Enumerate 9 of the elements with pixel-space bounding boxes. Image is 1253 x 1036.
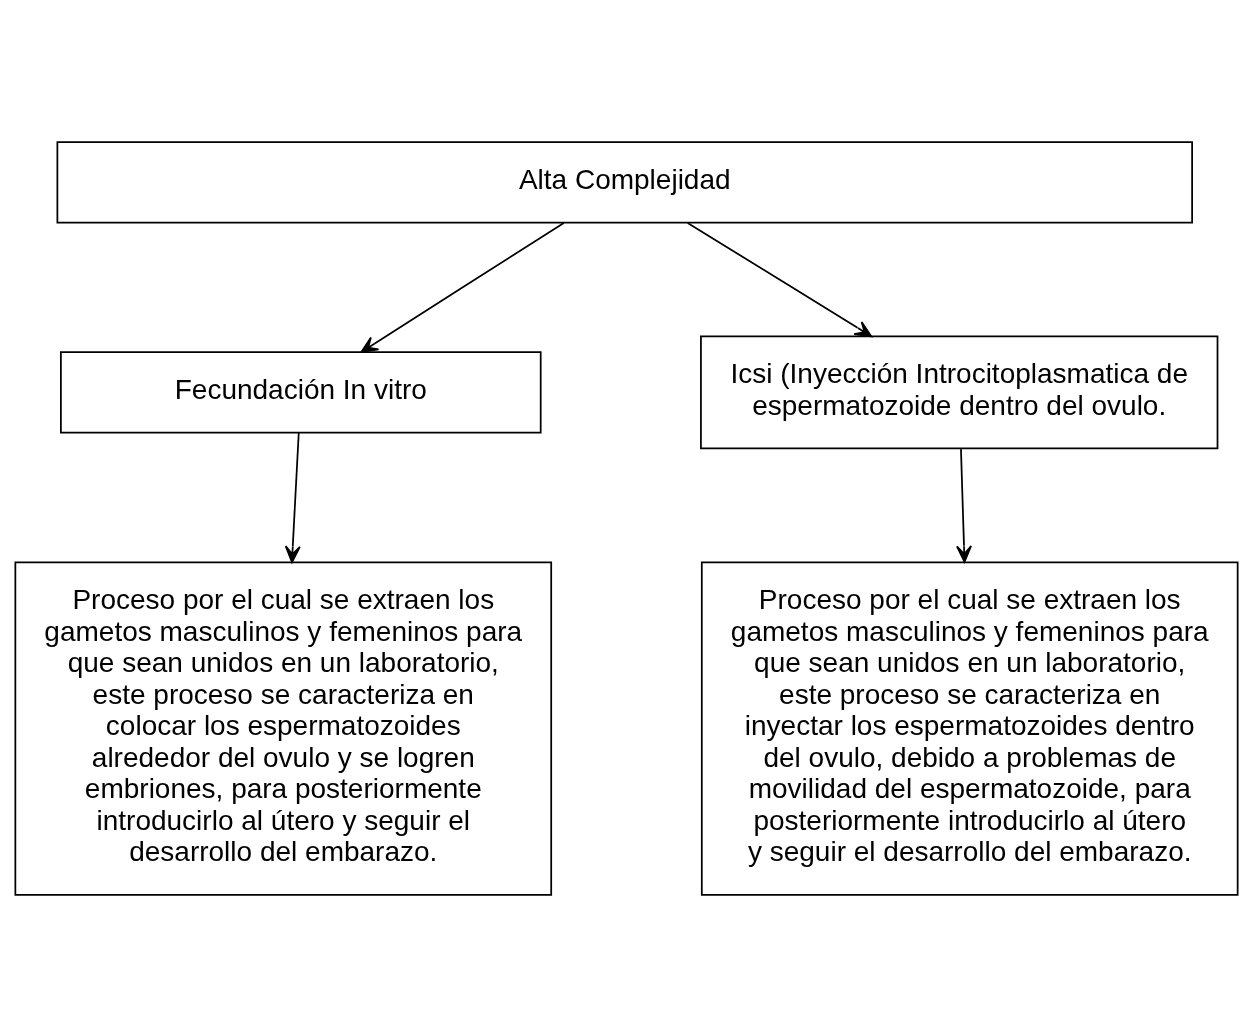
node-box: Fecundación In vitro xyxy=(60,350,542,434)
node-box: Alta Complejidad xyxy=(56,140,1193,223)
node-box: Proceso por el cual se extraen los gametos masculinos y femeninos para que sean unidos en un laboratorio, este proceso se caracteriza en colocar los espermatozoides alrededor del ovulo y se logren embriones, para posteriormente introducirlo al útero y seguir el desarrollo del embarazo. xyxy=(14,560,553,896)
arrow xyxy=(284,431,301,563)
arrow xyxy=(360,221,565,353)
node-box: Icsi (Inyección Introcitoplasmatica de espermatozoide dentro del ovulo. xyxy=(700,335,1219,449)
node-box: Proceso por el cual se extraen los gametos masculinos y femeninos para que sean unidos en un laboratorio, este proceso se caracteriza en inyectar los espermatozoides dentro del ovulo, debido a problemas de movilidad del espermatozoide, para posteriormente introducirlo al útero y seguir el desarrollo del embarazo. xyxy=(700,560,1239,896)
arrow xyxy=(956,447,972,563)
arrow xyxy=(686,221,873,337)
